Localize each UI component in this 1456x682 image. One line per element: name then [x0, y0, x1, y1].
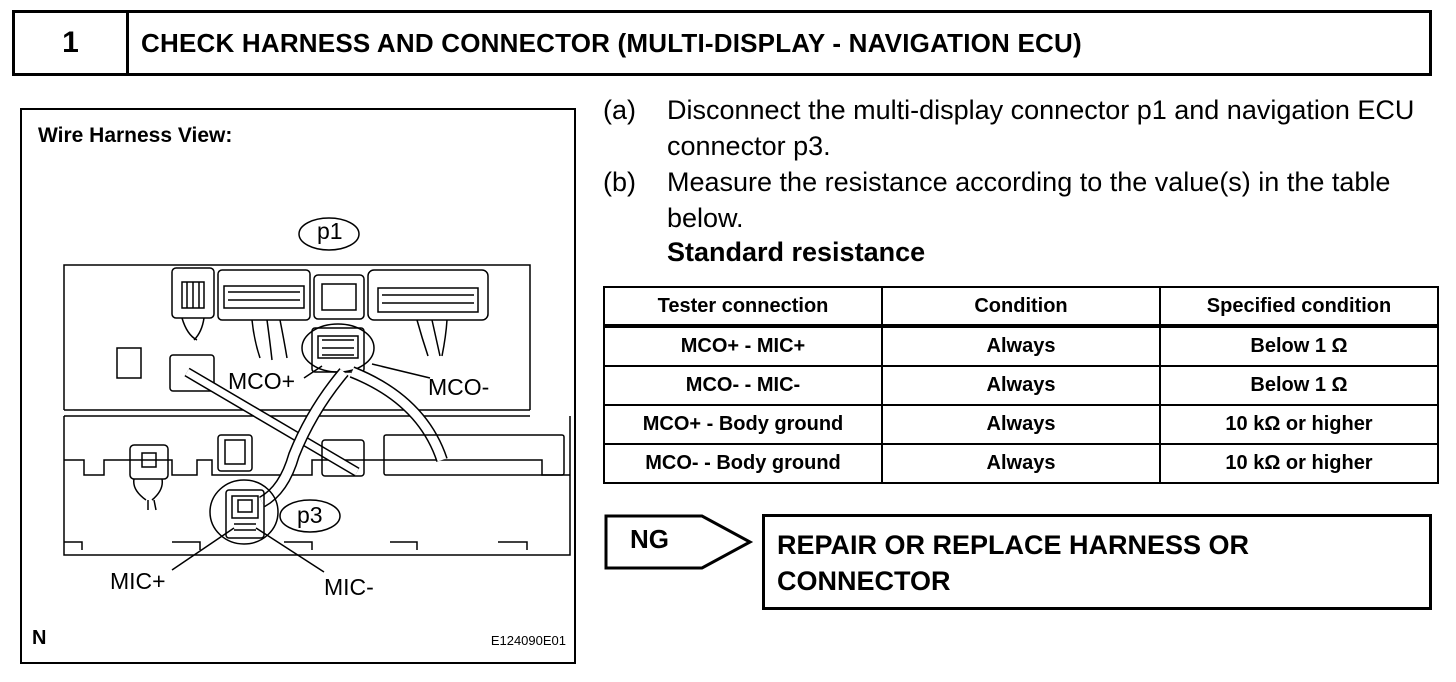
connector-right-large: [367, 269, 489, 321]
label-mco-minus: MCO-: [428, 374, 490, 400]
ng-arrow-icon: [604, 514, 754, 570]
label-mic-plus: MIC+: [110, 568, 166, 594]
table-row: MCO- - Body ground Always 10 kΩ or highe…: [603, 443, 1439, 484]
cell-specified-condition: 10 kΩ or higher: [1159, 404, 1439, 445]
cell-specified-condition: 10 kΩ or higher: [1159, 443, 1439, 484]
wire-harness-illustration: [63, 217, 571, 573]
ng-label: NG: [630, 524, 669, 554]
wire-harness-figure: Wire Harness View: p1 MCO+ MCO- p3 MIC+ …: [20, 108, 576, 664]
cell-tester-connection: MCO+ - Body ground: [603, 404, 883, 445]
cell-tester-connection: MCO- - MIC-: [603, 365, 883, 406]
step-number: 1: [15, 13, 129, 73]
step-a-text: Disconnect the multi-display connector p…: [667, 95, 1415, 161]
col-header-condition: Condition: [881, 286, 1161, 327]
p1-callout: [298, 217, 360, 251]
cell-condition: Always: [881, 443, 1161, 484]
label-mco-plus: MCO+: [228, 368, 296, 394]
figure-code: E124090E01: [490, 633, 566, 648]
cell-condition: Always: [881, 325, 1161, 367]
table-header-row: Tester connection Condition Specified co…: [603, 286, 1439, 327]
figure-title: Wire Harness View:: [38, 124, 233, 147]
figure-corner-letter: N: [32, 627, 47, 649]
cell-tester-connection: MCO- - Body ground: [603, 443, 883, 484]
p1-connector: [311, 327, 365, 373]
standard-resistance-heading: Standard resistance: [667, 237, 926, 267]
table-row: MCO- - MIC- Always Below 1 Ω: [603, 365, 1439, 406]
cell-specified-condition: Below 1 Ω: [1159, 365, 1439, 406]
table-row: MCO+ - Body ground Always 10 kΩ or highe…: [603, 404, 1439, 445]
step-a: (a) Disconnect the multi-display connect…: [603, 92, 1433, 164]
cell-condition: Always: [881, 404, 1161, 445]
label-p3: p3: [297, 502, 323, 528]
step-header: 1 CHECK HARNESS AND CONNECTOR (MULTI-DIS…: [12, 10, 1432, 76]
step-b-label: (b): [603, 167, 636, 197]
table-row: MCO+ - MIC+ Always Below 1 Ω: [603, 325, 1439, 367]
connector-center: [313, 274, 365, 320]
ng-indicator: NG: [604, 514, 754, 575]
step-a-label: (a): [603, 95, 636, 125]
p3-callout: [279, 499, 341, 533]
cell-specified-condition: Below 1 Ω: [1159, 325, 1439, 367]
step-b: (b) Measure the resistance according to …: [603, 164, 1433, 236]
step-title: CHECK HARNESS AND CONNECTOR (MULTI-DISPL…: [141, 27, 1082, 58]
label-mic-minus: MIC-: [324, 574, 374, 600]
connector-left-large: [217, 269, 311, 321]
cell-condition: Always: [881, 365, 1161, 406]
procedure-steps: (a) Disconnect the multi-display connect…: [603, 92, 1433, 236]
p3-highlight-circle: [209, 479, 279, 545]
p3-connector: [225, 489, 265, 539]
cell-tester-connection: MCO+ - MIC+: [603, 325, 883, 367]
resistance-table: Tester connection Condition Specified co…: [603, 286, 1439, 484]
col-header-specified-condition: Specified condition: [1159, 286, 1439, 327]
step-b-text: Measure the resistance according to the …: [667, 167, 1391, 233]
ng-result-box: REPAIR OR REPLACE HARNESS OR CONNECTOR: [762, 514, 1432, 610]
connector-small-left: [171, 267, 215, 319]
label-p1: p1: [317, 218, 343, 244]
col-header-tester-connection: Tester connection: [603, 286, 883, 327]
